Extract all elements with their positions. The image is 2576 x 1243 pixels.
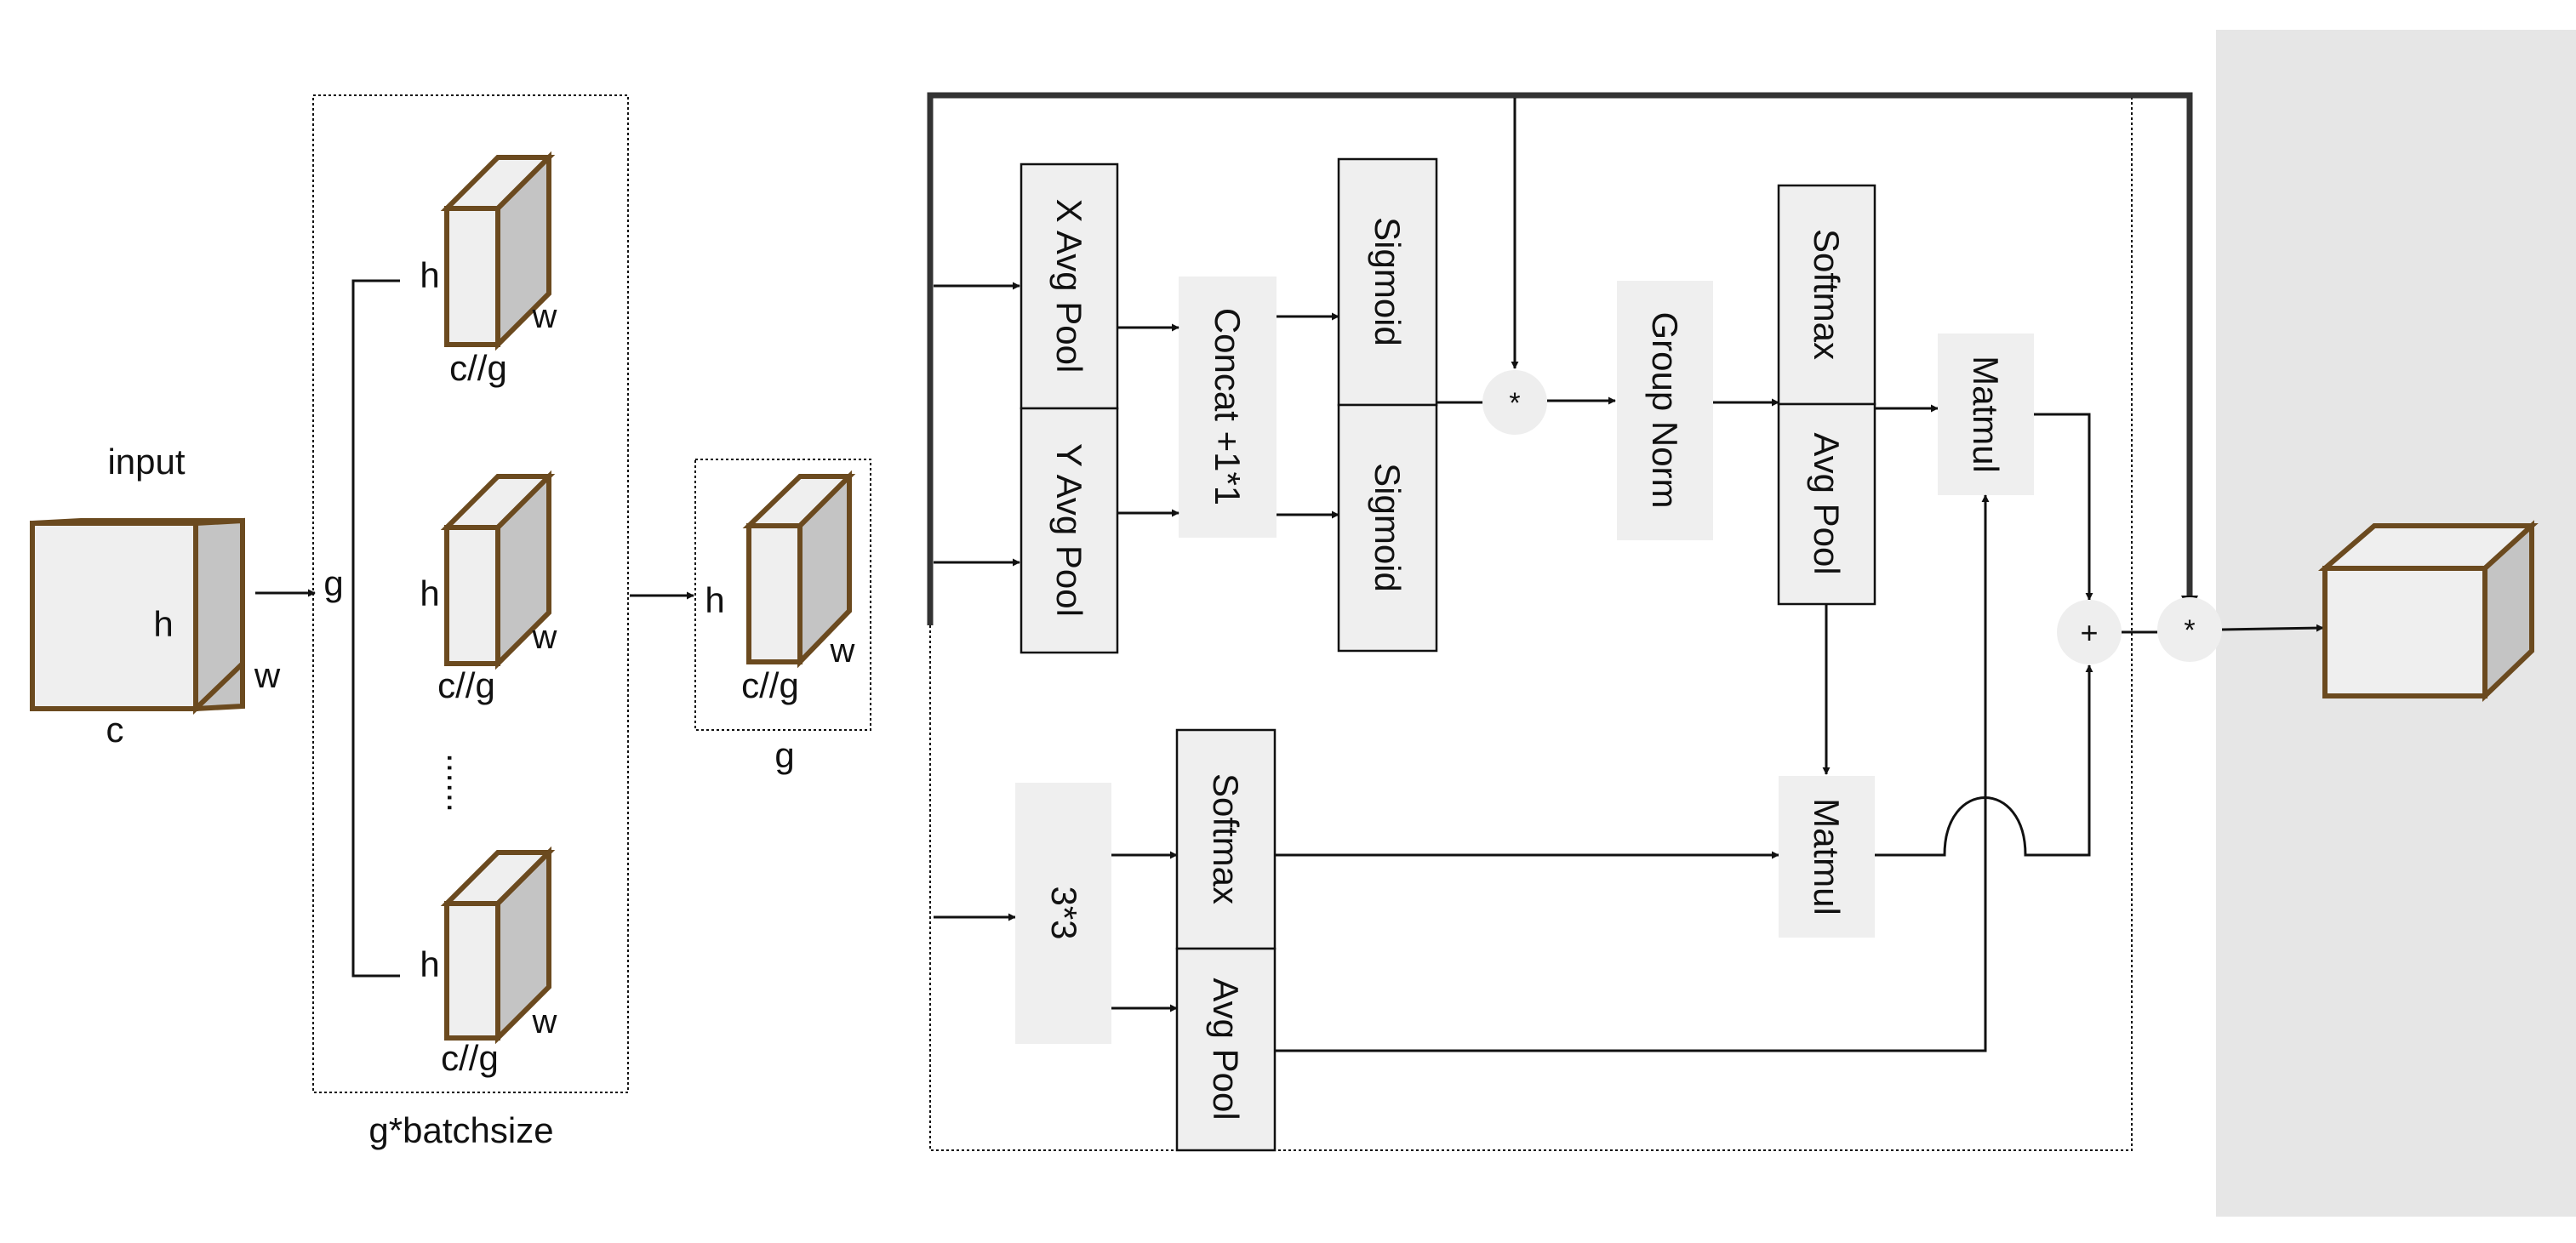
g-batchsize-label: g*batchsize — [368, 1110, 553, 1150]
group-cube-2 — [440, 470, 556, 670]
output-cube — [2317, 520, 2539, 703]
softmax-upper-label: Softmax — [1807, 229, 1847, 360]
group-cube-2-h: h — [420, 573, 439, 613]
single-group-cg: c//g — [741, 665, 799, 705]
softmax-lower-block — [1175, 728, 1277, 950]
mul-op-1 — [1482, 370, 1547, 435]
skip-connection — [927, 92, 2198, 625]
group-cube-1-w: w — [532, 298, 557, 335]
group-box — [312, 94, 629, 1093]
group-cube-2-w: w — [532, 619, 557, 656]
sigmoid-bottom-block — [1337, 403, 1438, 653]
avg-pool-upper-label: Avg Pool — [1807, 432, 1847, 574]
matmul-upper-label: Matmul — [1966, 356, 2006, 473]
y-avg-pool-label: Y Avg Pool — [1049, 443, 1089, 617]
mul-op-2 — [2157, 597, 2222, 662]
x-avg-pool-label: X Avg Pool — [1049, 199, 1089, 373]
softmax-lower-label: Softmax — [1206, 773, 1246, 904]
group-norm-block — [1617, 281, 1713, 540]
group-cube-3 — [440, 846, 556, 1045]
softmax-upper-block — [1777, 184, 1876, 406]
add-op-label: + — [2080, 615, 2098, 650]
matmul-lower-block — [1779, 776, 1875, 938]
group-bracket — [351, 279, 400, 978]
group-cube-1-cg: c//g — [449, 348, 507, 388]
input-cube — [30, 517, 245, 716]
sigmoid-top-label: Sigmoid — [1368, 217, 1408, 346]
input-label: input — [107, 442, 185, 482]
line-avgpool-lower-to-matmul-upper — [1275, 494, 1990, 1052]
matmul-lower-label: Matmul — [1807, 798, 1847, 915]
add-op — [2057, 600, 2122, 664]
line-matmul-upper-to-add — [2034, 413, 2093, 601]
group-cube-1 — [440, 151, 556, 351]
x-avg-pool-block — [1020, 163, 1119, 410]
g-bottom-label: g — [774, 735, 794, 775]
single-group-box — [694, 459, 871, 731]
group-cube-3-w: w — [532, 1003, 557, 1041]
mul-op-2-label: * — [2184, 614, 2195, 647]
group-cube-1-h: h — [420, 255, 439, 295]
conv3x3-label: 3*3 — [1044, 886, 1084, 939]
group-cube-2-cg: c//g — [437, 665, 495, 705]
group-ellipsis: ...... — [440, 753, 480, 813]
avg-pool-lower-label: Avg Pool — [1206, 978, 1246, 1120]
conv3x3-block — [1015, 783, 1111, 1044]
g-label: g — [323, 563, 343, 603]
input-c-label: c — [106, 710, 124, 750]
single-group-w: w — [830, 632, 855, 670]
group-cube-3-cg: c//g — [441, 1038, 499, 1078]
matmul-upper-block — [1938, 334, 2034, 495]
concat-label: Concat +1*1 — [1208, 308, 1248, 505]
mul-op-1-label: * — [1509, 387, 1520, 419]
single-group-cube — [742, 470, 856, 669]
arrow-mul-to-output — [2221, 624, 2324, 632]
line-matmul-lower-to-add — [1875, 664, 2093, 857]
single-group-h: h — [705, 580, 724, 620]
avg-pool-upper-block — [1777, 402, 1876, 606]
input-h-label: h — [153, 604, 173, 644]
group-norm-label: Group Norm — [1645, 311, 1685, 508]
sigmoid-bottom-label: Sigmoid — [1368, 463, 1408, 592]
concat-block — [1179, 277, 1277, 538]
group-cube-3-h: h — [420, 944, 439, 984]
sigmoid-top-block — [1337, 157, 1438, 407]
input-w-label: w — [254, 655, 281, 695]
y-avg-pool-block — [1020, 407, 1119, 654]
